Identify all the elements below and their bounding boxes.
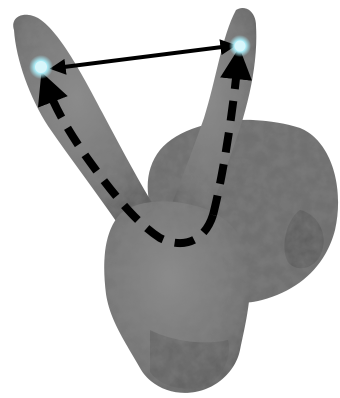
euclidean-distance-arrow — [56, 46, 230, 68]
endpoint-marker-left — [29, 55, 53, 79]
left-ear — [13, 15, 154, 224]
endpoint-marker-right — [229, 35, 251, 57]
